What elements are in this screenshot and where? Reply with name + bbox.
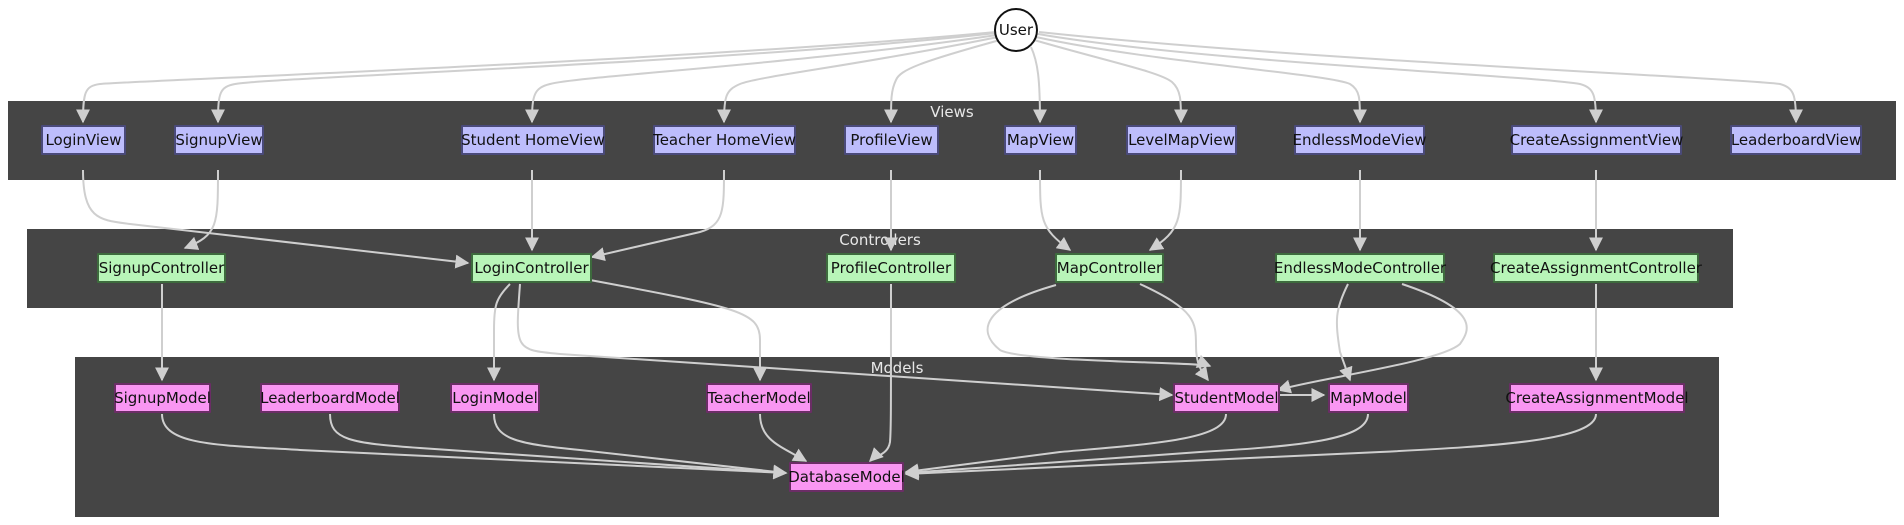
edge-createassignmodel-databasemodel bbox=[904, 413, 1597, 481]
edge-loginctrl-teachermodel bbox=[589, 279, 767, 382]
edge-loginview-loginctrl bbox=[82, 169, 470, 269]
edge-user-endlessview bbox=[1035, 36, 1367, 124]
node-teacherhomeview[interactable]: Teacher HomeView bbox=[653, 125, 796, 155]
node-signupview[interactable]: SignupView bbox=[174, 125, 264, 155]
models-cluster-label: Models bbox=[870, 359, 924, 377]
controllers-cluster-label: Controllers bbox=[839, 231, 921, 249]
edge-endlessctrl-mapmodel bbox=[1335, 283, 1353, 382]
node-loginview[interactable]: LoginView bbox=[41, 125, 126, 155]
node-studenthomeview[interactable]: Student HomeView bbox=[461, 125, 605, 155]
edge-loginmodel-databasemodel bbox=[493, 413, 788, 479]
node-signupmodel[interactable]: SignupModel bbox=[114, 383, 211, 413]
edge-loginctrl-studentmodel bbox=[516, 283, 1174, 402]
node-profilecontroller[interactable]: ProfileController bbox=[826, 253, 956, 283]
edge-user-createassignview bbox=[1037, 33, 1603, 124]
node-databasemodel[interactable]: DatabaseModel bbox=[788, 462, 905, 492]
edge-leaderboardmodel-databasemodel bbox=[329, 413, 788, 480]
node-loginmodel[interactable]: LoginModel bbox=[450, 383, 540, 413]
node-leaderboardview[interactable]: LeaderboardView bbox=[1730, 125, 1862, 155]
edge-mapmodel-databasemodel bbox=[904, 413, 1369, 480]
node-studentmodel[interactable]: StudentModel bbox=[1173, 383, 1280, 413]
node-createassignmentmodel[interactable]: CreateAssignmentModel bbox=[1505, 383, 1689, 413]
node-teachermodel[interactable]: TeacherModel bbox=[706, 383, 812, 413]
edge-mapctrl-studentmodel-2 bbox=[986, 284, 1212, 368]
edge-endlessctrl-studentmodel bbox=[1276, 283, 1468, 394]
edge-signupmodel-databasemodel bbox=[161, 413, 788, 480]
node-createassignmentcontroller[interactable]: CreateAssignmentController bbox=[1490, 253, 1702, 283]
edge-user-leaderboardview bbox=[1038, 31, 1803, 124]
user-node[interactable]: User bbox=[994, 8, 1038, 52]
node-levelmapview[interactable]: LevelMapView bbox=[1126, 125, 1237, 155]
edge-user-levelmapview bbox=[1033, 39, 1188, 124]
edge-profilectrl-databasemodel bbox=[869, 283, 892, 462]
edge-user-mapview bbox=[1030, 46, 1047, 124]
node-mapcontroller[interactable]: MapController bbox=[1055, 253, 1164, 283]
node-endlessmodeview[interactable]: EndlessModeView bbox=[1293, 125, 1427, 155]
edge-mapctrl-studentmodel bbox=[1139, 283, 1209, 382]
edge-user-teacherhome bbox=[717, 36, 999, 124]
edge-user-studenthome bbox=[525, 34, 998, 124]
node-createassignmentview[interactable]: CreateAssignmentView bbox=[1510, 125, 1683, 155]
edge-levelmapview-mapctrl bbox=[1148, 169, 1182, 251]
node-profileview[interactable]: ProfileView bbox=[844, 125, 939, 155]
edge-teachermodel-databasemodel bbox=[759, 413, 808, 462]
edge-user-profileview bbox=[884, 39, 1001, 124]
node-signupcontroller[interactable]: SignupController bbox=[97, 253, 226, 283]
edge-user-loginview bbox=[76, 31, 997, 124]
node-endlessmodecontroller[interactable]: EndlessModeController bbox=[1274, 253, 1446, 283]
node-mapview[interactable]: MapView bbox=[1004, 125, 1077, 155]
edge-signupview-signupctrl bbox=[183, 169, 219, 250]
edge-mapview-mapctrl bbox=[1039, 169, 1072, 251]
edge-studentmodel-databasemodel bbox=[904, 413, 1227, 478]
node-leaderboardmodel[interactable]: LeaderboardModel bbox=[260, 383, 400, 413]
edge-user-signupview bbox=[211, 32, 997, 124]
node-logincontroller[interactable]: LoginController bbox=[471, 253, 592, 283]
node-mapmodel[interactable]: MapModel bbox=[1328, 383, 1409, 413]
views-cluster-label: Views bbox=[930, 103, 974, 121]
edge-teacherhome-loginctrl bbox=[590, 169, 725, 261]
edge-loginctrl-loginmodel bbox=[487, 283, 511, 382]
